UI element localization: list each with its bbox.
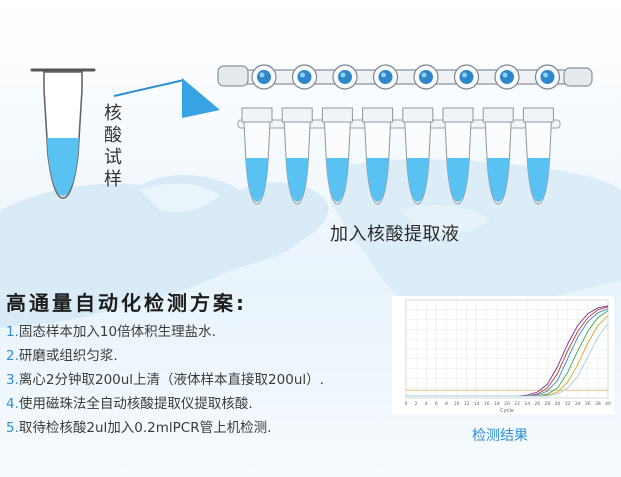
strip-cap-well (372, 64, 399, 90)
scheme-steps: 1.固态样本加入10倍体积生理盐水. 2.研磨或组织匀浆. 3.离心2分钟取20… (6, 320, 324, 440)
result-label: 检测结果 (472, 428, 528, 444)
chart-x-tick-label: 24 (524, 401, 530, 407)
strip-cap-well (494, 64, 520, 90)
step-text: 取待检核酸2ul加入0.2mlPCR管上机检测. (18, 420, 272, 436)
strip-cap-well (453, 64, 480, 90)
pcr-tube (321, 107, 353, 205)
step-number: 3. (6, 372, 19, 388)
chart-x-tick-label: 38 (595, 401, 601, 407)
extraction-label: 加入核酸提取液 (330, 224, 460, 245)
pcr-tube (442, 107, 474, 205)
pcr-tube (281, 107, 313, 205)
chart-x-tick-label: 22 (514, 401, 520, 407)
chart-x-tick-label: 32 (565, 401, 571, 407)
chart-x-tick-label: 8 (445, 401, 448, 407)
pcr-tube-strip (237, 107, 561, 205)
chart-x-tick-label: 6 (435, 401, 438, 407)
sample-tube-icon (30, 68, 96, 199)
step-text: 研磨或组织匀浆. (18, 348, 118, 364)
chart-x-tick-label: 10 (454, 401, 460, 407)
strip-cap-well (291, 64, 318, 90)
chart-series-line (406, 323, 609, 397)
chart-x-tick-label: 16 (484, 401, 490, 407)
scheme-title: 高通量自动化检测方案: (6, 291, 247, 315)
chart-x-axis-label: Cycle (500, 408, 514, 414)
pcr-tube (522, 107, 554, 205)
chart-x-tick-label: 30 (555, 401, 561, 407)
world-map-background (0, 159, 621, 328)
step-text: 固态样本加入10倍体积生理盐水. (18, 324, 216, 340)
step-number: 5. (6, 420, 19, 436)
strip-cap-well (332, 64, 358, 90)
step-item: 5.取待检核酸2ul加入0.2mlPCR管上机检测. (6, 416, 324, 440)
chart-x-tick-label: 18 (494, 401, 500, 407)
chart-x-tick-label: 26 (534, 401, 540, 407)
chart-x-tick-label: 20 (504, 401, 510, 407)
chart-x-tick-label: 2 (415, 401, 418, 407)
chart-x-tick-label: 28 (545, 401, 551, 407)
pcr-tube (241, 107, 273, 205)
chart-x-tick-label: 34 (575, 401, 581, 407)
strip-cap-well (534, 64, 561, 90)
step-number: 4. (6, 396, 19, 412)
strip-cap-well (251, 64, 277, 90)
sample-tube-label: 核酸试样 (104, 103, 122, 190)
pcr-tube (402, 107, 434, 205)
pcr-tube (482, 107, 514, 205)
step-item: 4.使用磁珠法全自动核酸提取仪提取核酸. (6, 392, 324, 416)
chart-x-tick-label: 0 (405, 401, 408, 407)
chart-x-tick-label: 4 (425, 401, 428, 407)
step-number: 1. (6, 324, 19, 340)
step-item: 2.研磨或组织匀浆. (6, 344, 324, 368)
step-number: 2. (6, 348, 19, 364)
step-item: 3.离心2分钟取200ul上清（液体样本直接取200ul）. (6, 368, 324, 392)
pcr-tube (362, 107, 394, 205)
chart-x-tick-label: 36 (585, 401, 591, 407)
strip-cap-well (413, 64, 439, 90)
step-item: 1.固态样本加入10倍体积生理盐水. (6, 320, 324, 344)
chart-x-tick-label: 12 (464, 401, 470, 407)
step-text: 使用磁珠法全自动核酸提取仪提取核酸. (18, 396, 253, 412)
arrow-right-icon (113, 78, 220, 118)
pcr-strip-cap (217, 64, 593, 90)
chart-x-tick-label: 40 (605, 401, 611, 407)
chart-x-tick-label: 14 (474, 401, 480, 407)
step-text: 离心2分钟取200ul上清（液体样本直接取200ul）. (18, 372, 324, 388)
